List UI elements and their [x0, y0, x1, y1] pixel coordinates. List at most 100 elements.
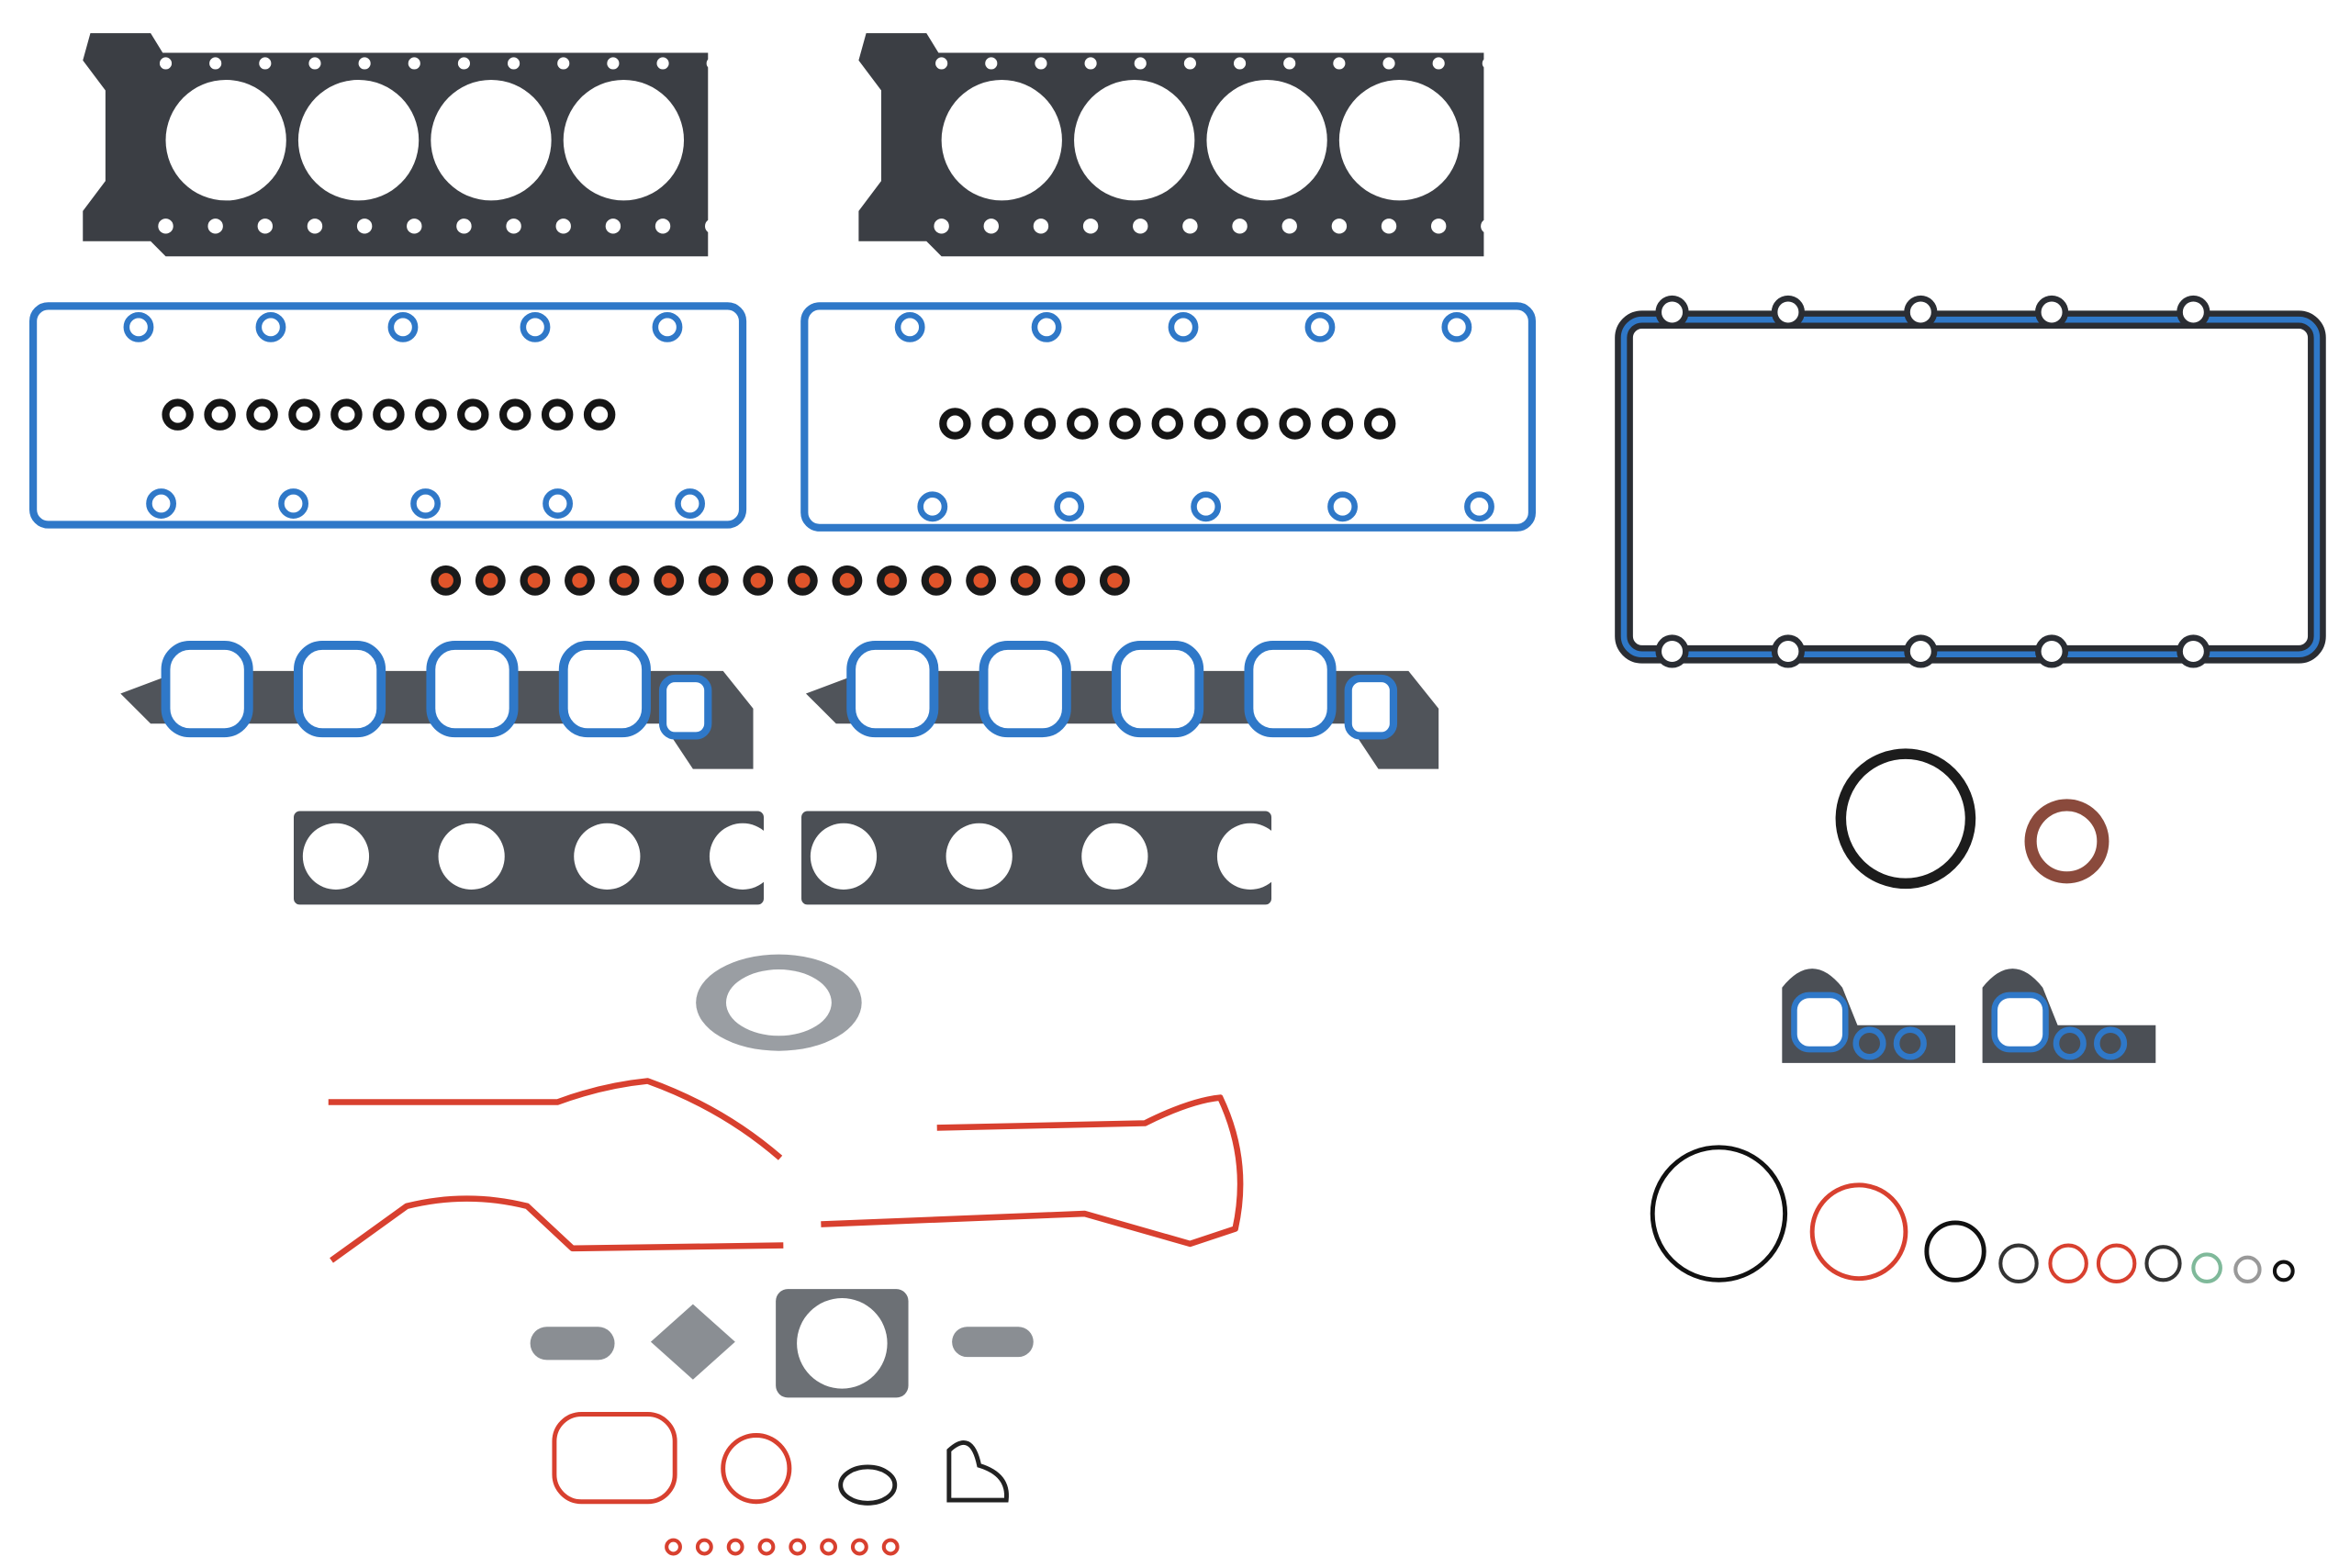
spark-plug-tube-seal — [1109, 408, 1141, 440]
small-o-ring — [820, 1538, 837, 1556]
bolt-hole — [1232, 218, 1248, 234]
bolt-tab — [1441, 311, 1472, 342]
bolt-hole — [2177, 295, 2210, 330]
exhaust-port — [709, 823, 777, 890]
intake-manifold-gaskets — [120, 640, 1439, 769]
intake-port-seal — [1244, 640, 1337, 738]
bolt-tab — [1191, 491, 1222, 522]
small-o-ring — [757, 1538, 776, 1556]
exhaust-port — [302, 823, 370, 890]
bolt-hole — [307, 218, 323, 234]
bolt-tab — [255, 311, 286, 342]
valve-cover-gasket — [29, 302, 747, 529]
bolt-hole — [934, 218, 949, 234]
spark-plug-tube-seal — [246, 398, 278, 431]
o-ring — [721, 1433, 792, 1505]
spark-plug-tube-seal — [415, 398, 447, 431]
cylinder-bore — [1206, 80, 1327, 201]
spark-plug-tube-seal — [288, 398, 320, 431]
bolt-tab — [917, 491, 948, 522]
spark-plug-tube-seal — [1151, 408, 1184, 440]
bolt-hole — [1432, 57, 1445, 70]
o-ring — [2233, 1255, 2262, 1284]
o-ring — [2144, 1245, 2182, 1282]
spark-plug-tube-seal — [1067, 408, 1099, 440]
bolt-hole — [656, 57, 669, 70]
spark-plug-tube-seal — [457, 398, 489, 431]
intake-port-seal — [979, 640, 1071, 738]
small-o-ring — [789, 1538, 807, 1556]
o-ring-seal — [552, 1412, 677, 1505]
exhaust-gasket — [801, 811, 1272, 905]
o-ring — [838, 1464, 898, 1506]
timing-cover-gasket — [328, 1078, 783, 1160]
spark-plug-tube-seal — [330, 398, 363, 431]
o-ring — [2272, 1260, 2295, 1282]
bolt-tab — [123, 311, 154, 342]
intake-port-seal — [294, 640, 386, 738]
small-o-ring — [726, 1538, 744, 1556]
small-o-ring — [695, 1538, 713, 1556]
bolt-tab — [1168, 311, 1199, 342]
bolt-tab — [1054, 491, 1085, 522]
bolt-hole — [605, 218, 621, 234]
valve-stem-seal-center — [795, 573, 811, 588]
bolt-hole — [158, 218, 173, 234]
egr-gasket-hole — [725, 969, 832, 1036]
bolt-hole — [1904, 634, 1938, 668]
oil-pan-gasket — [1615, 310, 2326, 664]
rear-main-seal — [1835, 748, 1976, 890]
bolt-tab — [520, 311, 551, 342]
valve-stem-seal-center — [527, 573, 543, 588]
bolt-tab — [652, 311, 683, 342]
exhaust-port — [1081, 823, 1148, 890]
bolt-hole — [506, 218, 521, 234]
bolt-tab — [146, 488, 176, 519]
small-gasket — [650, 1304, 735, 1380]
small-o-ring — [665, 1538, 682, 1556]
bolt-hole — [209, 57, 222, 70]
valve-stem-seal-center — [1018, 573, 1034, 588]
port-seal — [1893, 1026, 1927, 1060]
bolt-hole — [1134, 57, 1147, 70]
bolt-hole — [1234, 57, 1247, 70]
spark-plug-tube-seal — [1321, 408, 1354, 440]
bolt-hole — [1283, 57, 1296, 70]
intake-port-seal — [846, 640, 939, 738]
bolt-tab — [1031, 311, 1062, 342]
bolt-hole — [1082, 218, 1099, 234]
bolt-hole — [985, 57, 998, 70]
valve-stem-seal-center — [973, 573, 989, 588]
bolt-tab — [1327, 491, 1358, 522]
bolt-hole — [1033, 218, 1049, 234]
bolt-hole — [408, 57, 420, 70]
bolt-hole — [1771, 634, 1805, 668]
exhaust-port — [438, 823, 505, 890]
cylinder-bore — [431, 80, 552, 201]
o-ring — [2096, 1243, 2137, 1284]
port-seal — [1991, 991, 2049, 1053]
timing-cover-gasket — [330, 1195, 784, 1263]
cylinder-bore — [297, 80, 420, 201]
small-o-ring — [850, 1538, 868, 1556]
valve-cover-gaskets — [29, 302, 1537, 532]
port-seal — [1791, 991, 1849, 1053]
bolt-hole — [257, 218, 274, 234]
bolt-hole — [1482, 57, 1494, 70]
spark-plug-tube-seal — [162, 398, 194, 431]
intake-port-seal — [658, 674, 712, 740]
o-ring — [1924, 1220, 1986, 1282]
spark-plug-tube-seal — [1237, 408, 1269, 440]
spark-plug-tube-seal — [1363, 408, 1396, 440]
port-seal — [1852, 1026, 1886, 1060]
spark-plug-tube-seal — [1279, 408, 1311, 440]
bolt-hole — [935, 57, 948, 70]
bolt-hole — [2177, 634, 2210, 668]
bolt-hole — [1771, 295, 1805, 330]
bolt-hole — [1281, 218, 1297, 234]
port-seal — [2053, 1026, 2087, 1060]
valve-stem-seal-center — [1107, 573, 1123, 588]
bolt-hole — [1331, 218, 1348, 234]
o-ring — [1650, 1145, 1788, 1282]
